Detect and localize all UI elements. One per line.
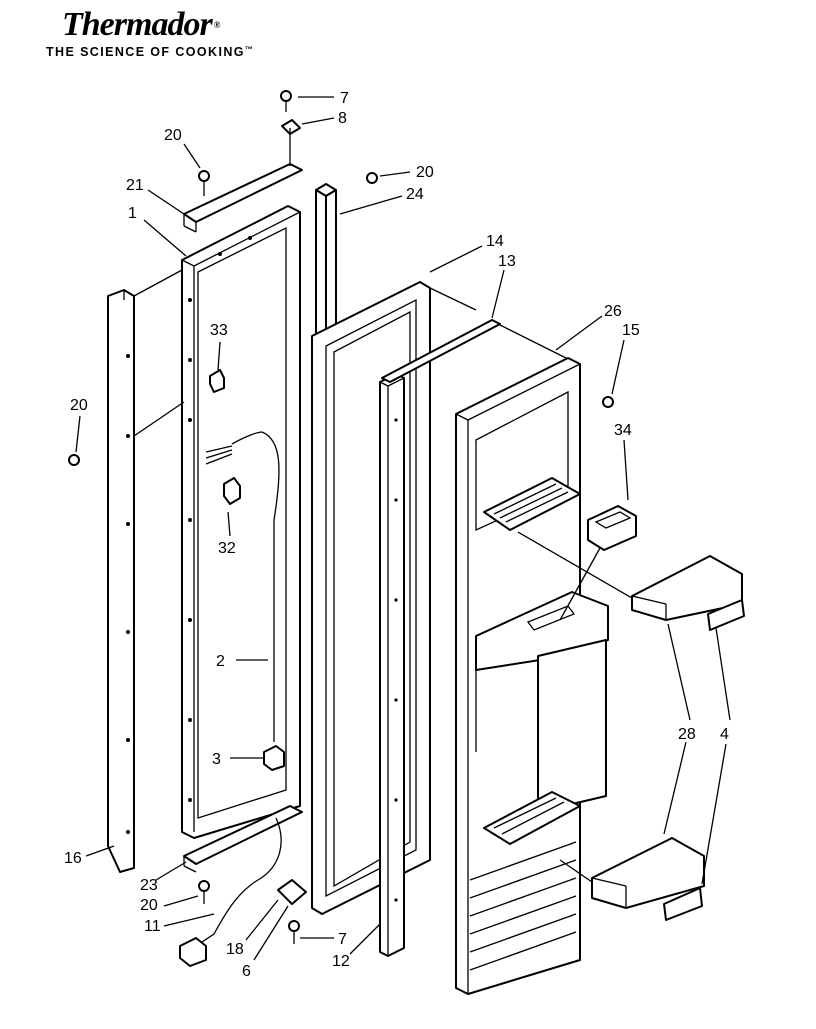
callout-24: 24	[406, 186, 424, 203]
part-11-tube	[179, 817, 282, 967]
callout-4: 4	[720, 726, 729, 743]
screw-15	[602, 396, 614, 408]
part-26-door-liner	[455, 357, 609, 995]
callout-2: 2	[216, 653, 225, 670]
screw-7-bottom	[288, 920, 300, 944]
brand-name: Thermador®	[62, 6, 221, 43]
callout-20-top-right: 20	[416, 164, 434, 181]
callout-1: 1	[128, 205, 137, 222]
callout-11: 11	[144, 918, 161, 935]
brand-logo: Thermador®	[62, 6, 221, 44]
part-3-switch	[263, 745, 285, 771]
part-4-lower-bin-front	[663, 887, 703, 921]
callout-7-bottom: 7	[338, 931, 347, 948]
part-4-upper-bin-front	[707, 599, 745, 631]
callout-32: 32	[218, 540, 236, 557]
callout-28: 28	[678, 726, 696, 743]
part-12-strip	[379, 373, 405, 957]
part-1-door-frame	[181, 205, 301, 839]
callout-23: 23	[140, 877, 158, 894]
part-18-plate	[277, 879, 307, 905]
callout-18: 18	[226, 941, 244, 958]
part-14-door-gasket	[311, 281, 431, 915]
screw-20-top-right	[366, 172, 378, 184]
brand-trademark: ®	[213, 20, 221, 30]
part-21-top-bracket	[183, 163, 303, 233]
part-28-lower-bin	[591, 837, 705, 909]
callout-20-bottom: 20	[140, 897, 158, 914]
part-23-bottom-bracket	[183, 805, 303, 873]
part-33-clip	[209, 369, 225, 393]
tagline-trademark: ™	[244, 45, 255, 54]
part-13-top-rail	[381, 319, 501, 383]
screw-7-top	[280, 90, 292, 112]
callout-7-top: 7	[340, 90, 349, 107]
callout-26: 26	[604, 303, 622, 320]
callout-15: 15	[622, 322, 640, 339]
part-8-hinge-pin	[281, 119, 301, 166]
callout-21: 21	[126, 177, 144, 194]
callout-16: 16	[64, 850, 82, 867]
screw-20-bottom	[198, 880, 210, 904]
callout-20-left: 20	[70, 397, 88, 414]
part-32-connector	[223, 477, 241, 505]
part-2-wire-harness	[205, 431, 280, 742]
callout-labels: 7 8 20 20 21 24 1 14 13 26 15 33 20 34 3…	[64, 90, 729, 980]
callout-8: 8	[338, 110, 347, 127]
callout-13: 13	[498, 253, 516, 270]
callout-6: 6	[242, 963, 251, 980]
leader-lines	[75, 96, 731, 961]
callout-33: 33	[210, 322, 228, 339]
part-34-dispenser-cup	[587, 505, 637, 551]
callout-12: 12	[332, 953, 350, 970]
callout-34: 34	[614, 422, 632, 439]
screw-20-left	[68, 454, 80, 466]
part-16-outer-panel	[107, 289, 135, 873]
brand-tagline: THE SCIENCE OF COOKING™	[46, 45, 255, 59]
callout-14: 14	[486, 233, 504, 250]
screw-20-top-left	[198, 170, 210, 196]
callout-20-top-left: 20	[164, 127, 182, 144]
callout-3: 3	[212, 751, 221, 768]
